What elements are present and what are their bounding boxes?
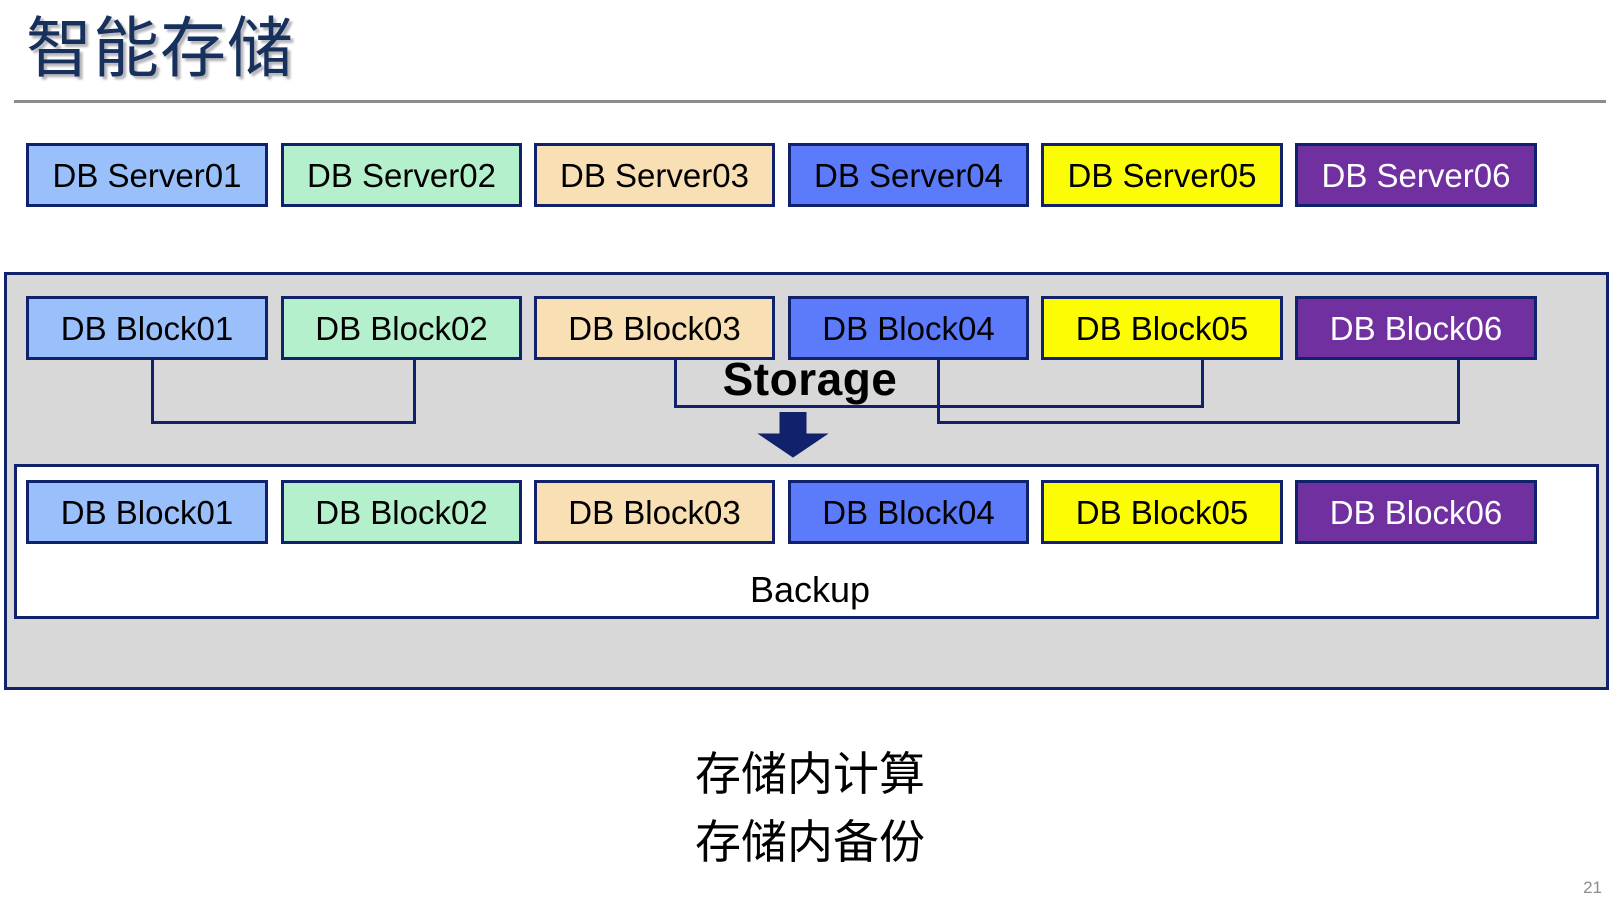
storage-label: Storage — [722, 353, 898, 405]
db-block-backup-box-3: DB Block03 — [534, 480, 775, 544]
connector-block01-block02-right-leg — [413, 360, 416, 421]
db-block-backup-box-4: DB Block04 — [788, 480, 1029, 544]
db-server-box-label: DB Server05 — [1067, 156, 1257, 194]
db-block-backup-box-5: DB Block05 — [1041, 480, 1283, 544]
caption-line-2: 存储内备份 — [695, 816, 925, 868]
db-block-backup-box-label: DB Block03 — [568, 493, 741, 531]
db-server-box-label: DB Server06 — [1321, 156, 1511, 194]
db-server-box-label: DB Server02 — [307, 156, 496, 194]
backup-label: Backup — [749, 569, 871, 610]
connector-block01-block02-left-leg — [151, 360, 154, 421]
db-server-box-1: DB Server01 — [26, 143, 268, 207]
db-block-backup-box-label: DB Block06 — [1329, 493, 1503, 531]
db-block-box-label: DB Block05 — [1075, 309, 1249, 347]
db-block-backup-box-label: DB Block01 — [60, 493, 234, 531]
db-server-box-4: DB Server04 — [788, 143, 1029, 207]
db-server-box-label: DB Server04 — [814, 156, 1003, 194]
db-server-box-6: DB Server06 — [1295, 143, 1537, 207]
db-server-box-5: DB Server05 — [1041, 143, 1283, 207]
db-block-backup-box-6: DB Block06 — [1295, 480, 1537, 544]
db-block-backup-box-label: DB Block02 — [315, 493, 488, 531]
db-block-box-5: DB Block05 — [1041, 296, 1283, 360]
connector-block03-block05-right-leg — [1201, 360, 1204, 405]
db-block-box-label: DB Block02 — [315, 309, 488, 347]
page-title: 智能存储 — [26, 11, 294, 85]
db-block-backup-box-label: DB Block05 — [1075, 493, 1249, 531]
db-block-box-4: DB Block04 — [788, 296, 1029, 360]
db-block-box-6: DB Block06 — [1295, 296, 1537, 360]
db-server-box-3: DB Server03 — [534, 143, 775, 207]
db-block-box-label: DB Block03 — [568, 309, 741, 347]
db-block-box-label: DB Block01 — [60, 309, 234, 347]
db-block-box-label: DB Block04 — [822, 309, 995, 347]
caption-block: 存储内计算 存储内备份 — [0, 740, 1620, 876]
db-server-box-label: DB Server03 — [560, 156, 749, 194]
caption-line-1: 存储内计算 — [695, 748, 925, 800]
db-block-backup-box-label: DB Block04 — [822, 493, 995, 531]
db-block-box-2: DB Block02 — [281, 296, 522, 360]
connector-block03-block05-left-leg — [674, 360, 677, 405]
connector-block01-block02-crossbar — [151, 421, 416, 424]
connector-block04-block06-right-leg — [1457, 360, 1460, 421]
connector-block04-block06-crossbar — [937, 421, 1460, 424]
db-server-box-2: DB Server02 — [281, 143, 522, 207]
db-block-box-label: DB Block06 — [1329, 309, 1503, 347]
db-block-backup-box-2: DB Block02 — [281, 480, 522, 544]
page-number: 21 — [1583, 878, 1602, 897]
db-server-box-label: DB Server01 — [52, 156, 242, 194]
db-block-box-1: DB Block01 — [26, 296, 268, 360]
db-block-backup-box-1: DB Block01 — [26, 480, 268, 544]
title-divider — [14, 100, 1606, 103]
flow-down-arrow — [757, 411, 829, 458]
connector-block04-block06-left-leg — [937, 360, 940, 421]
db-block-box-3: DB Block03 — [534, 296, 775, 360]
